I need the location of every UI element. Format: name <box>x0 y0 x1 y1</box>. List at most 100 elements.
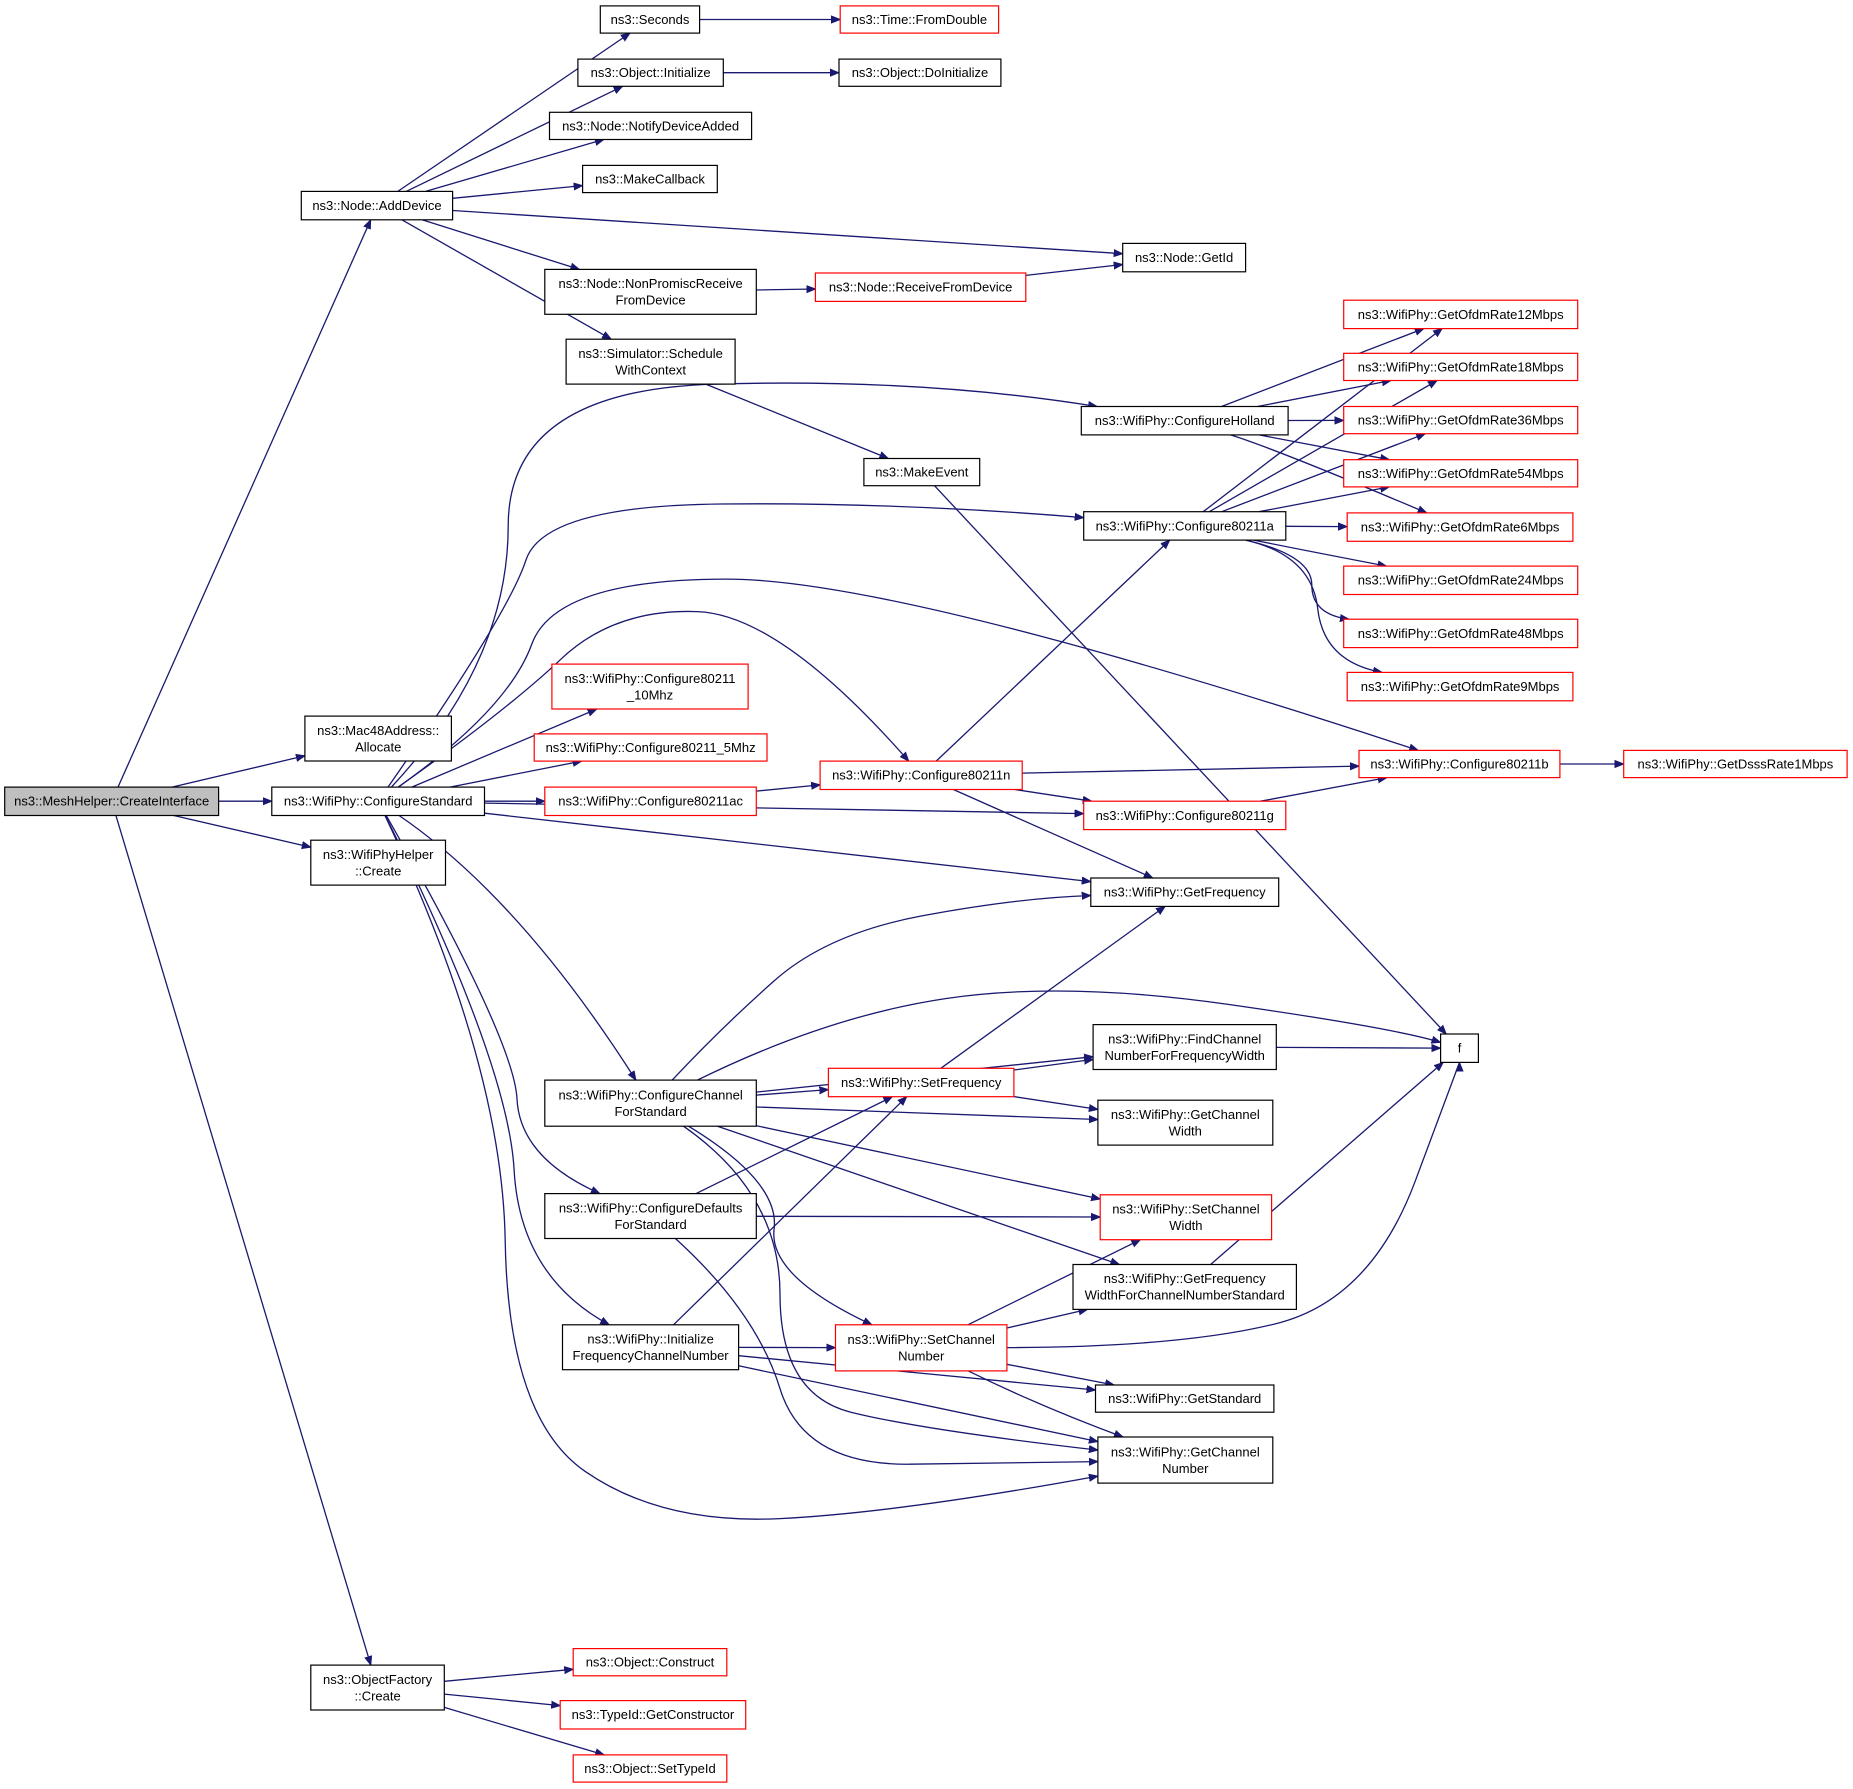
node-label: ns3::Time::FromDouble <box>852 12 987 27</box>
node-label: ::Create <box>354 1688 400 1703</box>
node-cfg-5mhz[interactable]: ns3::WifiPhy::Configure80211_5Mhz <box>533 733 768 762</box>
call-edge <box>756 1090 828 1096</box>
node-label: ns3::TypeId::GetConstructor <box>572 1707 735 1722</box>
node-ofdm48[interactable]: ns3::WifiPhy::GetOfdmRate48Mbps <box>1343 618 1579 649</box>
call-edge <box>1253 539 1387 566</box>
node-get-freq-width[interactable]: ns3::WifiPhy::GetFrequencyWidthForChanne… <box>1072 1263 1297 1311</box>
node-ofdm24[interactable]: ns3::WifiPhy::GetOfdmRate24Mbps <box>1343 565 1579 596</box>
node-dsss1[interactable]: ns3::WifiPhy::GetDsssRate1Mbps <box>1623 749 1848 779</box>
node-label: ns3::Node::NonPromiscReceive <box>558 276 742 291</box>
call-edge-line <box>1221 433 1426 513</box>
node-cfg-defaults[interactable]: ns3::WifiPhy::ConfigureDefaultsForStanda… <box>544 1192 757 1240</box>
call-edge <box>425 139 604 193</box>
node-cfg-80211a[interactable]: ns3::WifiPhy::Configure80211a <box>1083 511 1287 541</box>
node-cfg-80211ac[interactable]: ns3::WifiPhy::Configure80211ac <box>544 786 757 817</box>
node-configure-standard[interactable]: ns3::WifiPhy::ConfigureStandard <box>271 786 486 817</box>
node-cfg-channel-std[interactable]: ns3::WifiPhy::ConfigureChannelForStandar… <box>544 1079 757 1127</box>
node-box <box>544 786 757 817</box>
node-label: Number <box>898 1349 945 1364</box>
call-edge-line <box>673 1097 907 1326</box>
node-ofdm54[interactable]: ns3::WifiPhy::GetOfdmRate54Mbps <box>1343 459 1579 488</box>
node-label: ns3::WifiPhy::Configure80211a <box>1096 518 1275 533</box>
call-edge-line <box>1276 1047 1440 1048</box>
node-obj-construct[interactable]: ns3::Object::Construct <box>572 1647 728 1677</box>
node-ofdm6[interactable]: ns3::WifiPhy::GetOfdmRate6Mbps <box>1346 512 1574 542</box>
node-box <box>565 338 736 385</box>
node-make-event[interactable]: ns3::MakeEvent <box>863 457 981 487</box>
node-ofdm18[interactable]: ns3::WifiPhy::GetOfdmRate18Mbps <box>1343 352 1579 382</box>
call-edge-line <box>1260 778 1387 802</box>
node-object-initialize[interactable]: ns3::Object::Initialize <box>577 58 724 87</box>
call-edge <box>387 503 1084 788</box>
call-edge <box>452 209 1123 254</box>
node-box <box>1072 1263 1297 1311</box>
call-edge <box>1006 1062 1460 1349</box>
call-edge <box>384 815 609 1324</box>
call-edge-line <box>401 219 611 339</box>
node-make-callback[interactable]: ns3::MakeCallback <box>581 164 718 194</box>
call-edge-line <box>452 186 583 199</box>
node-seconds[interactable]: ns3::Seconds <box>599 5 701 34</box>
node-cfg-80211g[interactable]: ns3::WifiPhy::Configure80211g <box>1083 800 1287 831</box>
node-f[interactable]: f <box>1439 1033 1479 1063</box>
call-edge-line <box>756 1106 1098 1120</box>
node-box <box>1358 749 1561 779</box>
call-edge-line <box>967 1239 1141 1326</box>
call-edge-line <box>173 814 311 847</box>
node-phy-helper-create[interactable]: ns3::WifiPhyHelper::Create <box>310 839 447 886</box>
node-mac48-allocate[interactable]: ns3::Mac48Address::Allocate <box>304 715 452 762</box>
node-label: ns3::WifiPhy::Configure80211g <box>1096 808 1274 823</box>
call-edge-line <box>705 383 889 460</box>
node-label: ns3::WifiPhy::ConfigureStandard <box>284 794 473 809</box>
node-obj-set-typeid[interactable]: ns3::Object::SetTypeId <box>572 1754 728 1783</box>
node-node-get-id[interactable]: ns3::Node::GetId <box>1122 242 1247 273</box>
node-box <box>561 1324 740 1371</box>
node-time-from-double[interactable]: ns3::Time::FromDouble <box>839 5 1000 34</box>
node-label: ns3::WifiPhyHelper <box>323 847 434 862</box>
node-ofdm12[interactable]: ns3::WifiPhy::GetOfdmRate12Mbps <box>1343 299 1579 330</box>
call-edge <box>1258 487 1389 513</box>
node-create-interface[interactable]: ns3::MeshHelper::CreateInterface <box>4 786 220 817</box>
call-edge-line <box>390 382 1097 788</box>
node-get-frequency[interactable]: ns3::WifiPhy::GetFrequency <box>1090 877 1280 907</box>
node-ofdm9[interactable]: ns3::WifiPhy::GetOfdmRate9Mbps <box>1346 671 1574 702</box>
node-box <box>548 111 753 141</box>
node-cfg-80211n[interactable]: ns3::WifiPhy::Configure80211n <box>819 760 1023 791</box>
node-label: ns3::MeshHelper::CreateInterface <box>14 794 209 809</box>
node-cfg-10mhz[interactable]: ns3::WifiPhy::Configure80211_10Mhz <box>551 663 749 710</box>
node-cfg-80211b[interactable]: ns3::WifiPhy::Configure80211b <box>1358 749 1561 779</box>
node-ofdm36[interactable]: ns3::WifiPhy::GetOfdmRate36Mbps <box>1343 405 1579 435</box>
node-box <box>1346 671 1574 702</box>
call-edge <box>397 610 909 788</box>
call-edge <box>1221 327 1424 408</box>
node-box <box>1097 1099 1274 1146</box>
node-typeid-get-constructor[interactable]: ns3::TypeId::GetConstructor <box>559 1699 747 1730</box>
node-init-freq-chan[interactable]: ns3::WifiPhy::InitializeFrequencyChannel… <box>561 1324 740 1371</box>
node-notify-device-added[interactable]: ns3::Node::NotifyDeviceAdded <box>548 111 753 141</box>
node-get-standard[interactable]: ns3::WifiPhy::GetStandard <box>1094 1384 1275 1413</box>
node-cfg-holland[interactable]: ns3::WifiPhy::ConfigureHolland <box>1080 405 1289 436</box>
node-find-channel[interactable]: ns3::WifiPhy::FindChannelNumberForFreque… <box>1092 1023 1277 1071</box>
call-edge-line <box>695 1096 892 1195</box>
node-add-device[interactable]: ns3::Node::AddDevice <box>300 190 454 221</box>
call-edge <box>385 815 600 1195</box>
node-set-frequency[interactable]: ns3::WifiPhy::SetFrequency <box>827 1067 1015 1098</box>
node-label: ns3::WifiPhy::Configure80211n <box>832 768 1010 783</box>
call-edge <box>1276 1047 1440 1048</box>
call-edge <box>444 1693 560 1706</box>
node-box <box>1083 511 1287 541</box>
node-label: ns3::WifiPhy::Configure80211ac <box>558 794 743 809</box>
node-box <box>572 1647 728 1677</box>
node-receive-from-device[interactable]: ns3::Node::ReceiveFromDevice <box>814 272 1027 302</box>
node-object-factory-create[interactable]: ns3::ObjectFactory::Create <box>310 1664 445 1711</box>
call-edge-line <box>398 814 636 1080</box>
node-do-initialize[interactable]: ns3::Object::DoInitialize <box>838 58 1002 87</box>
call-edge-line <box>934 485 1447 1034</box>
